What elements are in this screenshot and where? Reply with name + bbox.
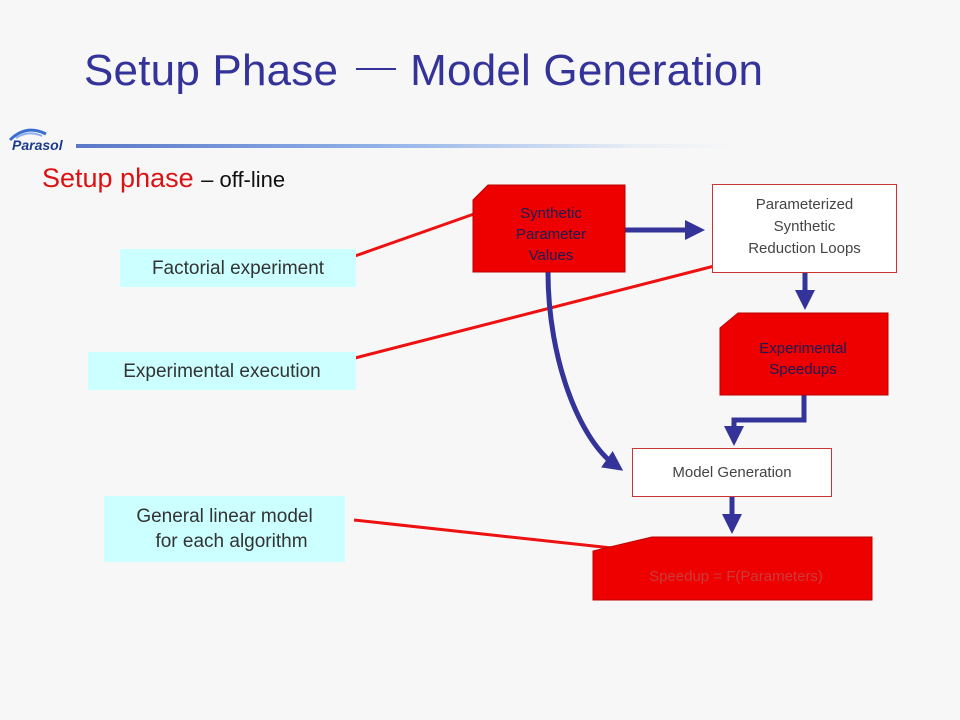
subtitle-rest: – off-line [201,167,286,192]
title-right: Model Generation [410,46,764,95]
arrow-speedups-to-model [724,395,807,446]
factorial-label: Factorial experiment [120,249,356,287]
arrow-params-to-model [545,271,624,471]
speedup-formula-text: Speedup = F(Parameters) [649,568,823,585]
logo-text: Parasol [12,137,63,153]
execution-pointer-line [354,260,731,360]
glm-label-line1: General linear model [136,506,313,527]
glm-pointer-line [353,518,613,550]
header-rule [76,144,736,148]
factorial-pointer-line [354,212,475,258]
title-dash [356,68,397,71]
slide-title: Setup Phase Model Generation [84,46,763,96]
title-left: Setup Phase [84,46,339,95]
model-gen-text: Model Generation [672,464,792,481]
subtitle-main: Setup phase [42,163,194,193]
param-loops-box: Parameterized Synthetic Reduction Loops [712,184,897,273]
synthetic-params-text: Synthetic Parameter Values [515,205,587,264]
glm-label-line2: for each algorithm [155,531,308,552]
parasol-logo-icon [8,128,47,142]
subtitle: Setup phase – off-line [42,163,285,194]
param-loops-text: Parameterized Synthetic Reduction Loops [748,196,861,257]
execution-label: Experimental execution [88,352,356,390]
exp-speedups-text: Experimental Speedups [759,340,847,378]
speedup-formula-shape [592,536,873,601]
glm-label: General linear model for each algorithm [104,496,345,562]
exp-speedups-shape [719,312,889,396]
synthetic-params-shape [472,184,626,273]
model-gen-box: Model Generation [632,448,832,497]
